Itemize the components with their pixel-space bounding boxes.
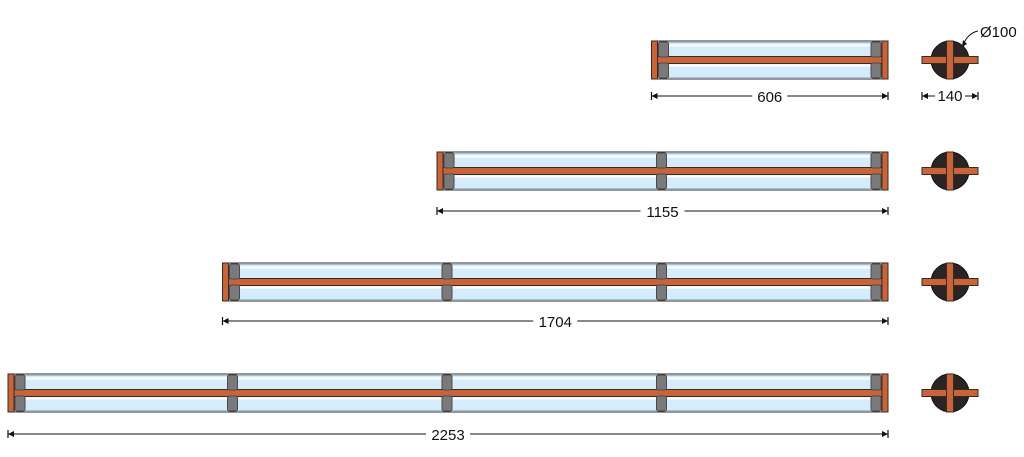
end-view-1155: [921, 151, 979, 191]
tube-connector: [656, 284, 667, 301]
tube-connector: [441, 374, 453, 391]
center-rail: [651, 56, 889, 64]
end-view-dimensions: [921, 30, 979, 100]
diameter-leader-arrow: [962, 40, 967, 47]
dimension-arrow-left: [222, 318, 229, 324]
tube-connector: [441, 284, 453, 301]
tube-connector: [658, 41, 669, 58]
tube-connector: [870, 284, 882, 301]
tube-connector: [14, 395, 26, 412]
width-arrow-right: [972, 93, 978, 99]
tube-connector: [656, 173, 667, 190]
length-label-1155: 1155: [646, 204, 678, 221]
end-view-1704: [921, 262, 979, 302]
tube-connector: [658, 62, 669, 79]
fixture-1704: [221, 262, 889, 325]
fixtures-layer: [7, 40, 889, 438]
tube-connector: [227, 395, 238, 412]
tube-connector: [656, 374, 667, 391]
dimension-arrow-left: [8, 431, 14, 437]
tube-connector: [441, 395, 453, 412]
tube-connector: [870, 263, 882, 280]
tube-connector: [443, 152, 455, 169]
right-end-plate: [881, 262, 889, 302]
tube-connector: [441, 263, 453, 280]
end-view-vertical-bar: [946, 40, 954, 80]
fixture-2253: [7, 373, 889, 438]
left-end-plate: [436, 151, 444, 191]
dimension-arrow-right: [882, 208, 888, 214]
left-end-plate: [7, 373, 15, 413]
length-label-2253: 2253: [431, 427, 464, 444]
fixture-606: [650, 40, 889, 100]
tube-connector: [870, 152, 882, 169]
end-views-layer: [921, 30, 979, 413]
tube-connector: [870, 374, 882, 391]
tube-connector: [14, 374, 26, 391]
end-view-vertical-bar: [946, 151, 954, 191]
left-end-plate: [222, 262, 229, 302]
dimension-arrow-left: [437, 208, 443, 214]
tube-connector: [227, 374, 238, 391]
dimension-arrow-left: [651, 93, 658, 99]
left-end-plate: [651, 40, 658, 80]
tube-connector: [870, 41, 882, 58]
center-rail: [436, 167, 889, 175]
tube-connector: [656, 263, 667, 280]
end-view-width-label: 140: [937, 88, 962, 105]
dimension-arrow-right: [882, 318, 888, 324]
right-end-plate: [881, 151, 889, 191]
end-view-2253: [921, 373, 979, 413]
tube-connector: [870, 395, 882, 412]
center-rail: [7, 389, 889, 397]
end-view-606: [921, 40, 979, 80]
tube-connector: [229, 284, 240, 301]
tube-connector: [443, 173, 455, 190]
width-arrow-left: [922, 93, 928, 99]
tube-connector: [870, 173, 882, 190]
length-label-1704: 1704: [539, 314, 572, 331]
right-end-plate: [881, 373, 889, 413]
end-view-vertical-bar: [946, 373, 954, 413]
fixture-1155: [436, 151, 889, 215]
center-rail: [222, 278, 889, 286]
end-view-vertical-bar: [946, 262, 954, 302]
right-end-plate: [881, 40, 889, 80]
end-view-diameter-label: Ø100: [980, 24, 1017, 41]
length-label-606: 606: [757, 89, 782, 106]
tube-connector: [870, 62, 882, 79]
dimension-arrow-right: [882, 93, 888, 99]
dimension-arrow-right: [882, 431, 888, 437]
tube-connector: [229, 263, 240, 280]
tube-connector: [656, 395, 667, 412]
tube-connector: [656, 152, 667, 169]
